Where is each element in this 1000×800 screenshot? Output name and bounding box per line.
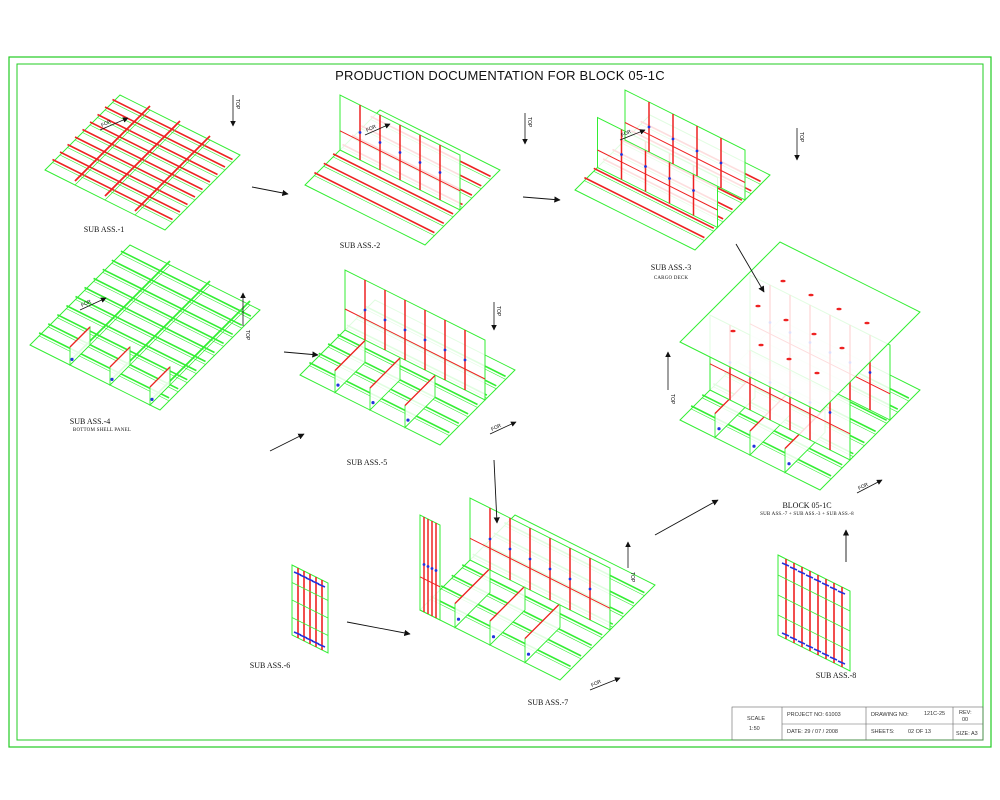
- label-block-05-1c: BLOCK 05-1C: [782, 501, 832, 510]
- tb-scale-label: SCALE: [747, 716, 766, 722]
- svg-text:FOR: FOR: [857, 482, 869, 492]
- drawing-title: PRODUCTION DOCUMENTATION FOR BLOCK 05-1C: [335, 68, 665, 83]
- svg-text:TOP: TOP: [798, 132, 804, 143]
- assembly-sub-ass-1: [44, 94, 241, 231]
- for-direction-arrow: [364, 123, 391, 136]
- for-direction-arrow: [856, 479, 883, 494]
- svg-text:FOR: FOR: [80, 299, 92, 309]
- assembly-sub-ass-4: [29, 244, 261, 411]
- outer-border: [8, 56, 992, 748]
- for-direction-arrow: [99, 117, 129, 131]
- sublabel-block-composition: SUB ASS.-7 + SUB ASS.-3 + SUB ASS.-8: [760, 512, 854, 517]
- flow-arrows-layer: FOR TOP FOR TOP FOR TOP FOR TOP TOP FOR TOP FOR TOP F…: [79, 95, 883, 691]
- inner-border: [16, 63, 984, 741]
- tb-sheets-label: SHEETS:: [871, 729, 895, 735]
- for-direction-arrow: [589, 677, 621, 691]
- tb-sheets-value: 02 OF 13: [908, 729, 931, 735]
- assembly-sub-ass-3: [574, 89, 771, 251]
- svg-text:FOR: FOR: [590, 679, 602, 689]
- svg-text:TOP: TOP: [669, 394, 675, 405]
- svg-text:FOR: FOR: [490, 423, 502, 433]
- assemblies-layer: [29, 89, 921, 681]
- svg-text:FOR: FOR: [100, 119, 112, 129]
- tb-size: SIZE: A3: [956, 731, 978, 737]
- tb-rev-label: REV:: [959, 710, 972, 716]
- arrow-1-to-2: [251, 186, 289, 197]
- label-sub-ass-8: SUB ASS.-8: [815, 671, 857, 680]
- tb-rev-value: 00: [962, 717, 969, 723]
- assembly-sub-ass-6: [291, 564, 329, 654]
- label-sub-ass-3: SUB ASS.-3: [650, 263, 692, 272]
- svg-text:FOR: FOR: [620, 129, 632, 139]
- arrow-7-to-block: [654, 499, 719, 536]
- svg-text:TOP: TOP: [244, 330, 250, 341]
- label-sub-ass-6: SUB ASS.-6: [249, 661, 291, 670]
- tb-date: DATE: 29 / 07 / 2008: [787, 729, 838, 735]
- svg-text:TOP: TOP: [526, 117, 532, 128]
- label-sub-ass-5: SUB ASS.-5: [346, 458, 388, 467]
- for-direction-arrow: [619, 129, 646, 141]
- arrow-3-to-block: [735, 243, 765, 293]
- label-sub-ass-1: SUB ASS.-1: [83, 225, 125, 234]
- tb-drawing-no-label: DRAWING NO:: [871, 712, 909, 718]
- svg-text:TOP: TOP: [234, 99, 240, 110]
- assembly-sub-ass-2: [304, 94, 501, 246]
- tb-project-no: PROJECT NO: 61003: [787, 712, 841, 718]
- arrow-6-to-7: [346, 621, 411, 637]
- assembly-sub-ass-5: [299, 269, 516, 446]
- arrow-5-to-7: [493, 459, 500, 524]
- for-direction-arrow: [489, 421, 517, 435]
- title-block: [731, 706, 984, 741]
- svg-text:TOP: TOP: [629, 572, 635, 583]
- label-sub-ass-2: SUB ASS.-2: [339, 241, 381, 250]
- assembly-sub-ass-7: [419, 497, 656, 681]
- assembly-block-05-1c: [679, 241, 921, 491]
- arrow-4-to-5: [283, 351, 319, 358]
- label-sub-ass-4: SUB ASS.-4: [69, 417, 111, 426]
- tb-drawing-no-value: 121C-25: [924, 711, 946, 717]
- arrow-2-to-3: [522, 196, 561, 203]
- label-sub-ass-7: SUB ASS.-7: [527, 698, 569, 707]
- svg-text:TOP: TOP: [495, 306, 501, 317]
- assembly-sub-ass-8: [777, 554, 851, 672]
- arrow-to-5: [269, 433, 305, 452]
- for-direction-arrow: [79, 297, 107, 311]
- sublabel-bottom-shell-panel: BOTTOM SHELL PANEL: [72, 428, 132, 433]
- tb-scale-value: 1:50: [749, 726, 760, 732]
- sublabel-cargo-deck: CARGO DECK: [653, 276, 689, 281]
- svg-text:FOR: FOR: [365, 124, 377, 134]
